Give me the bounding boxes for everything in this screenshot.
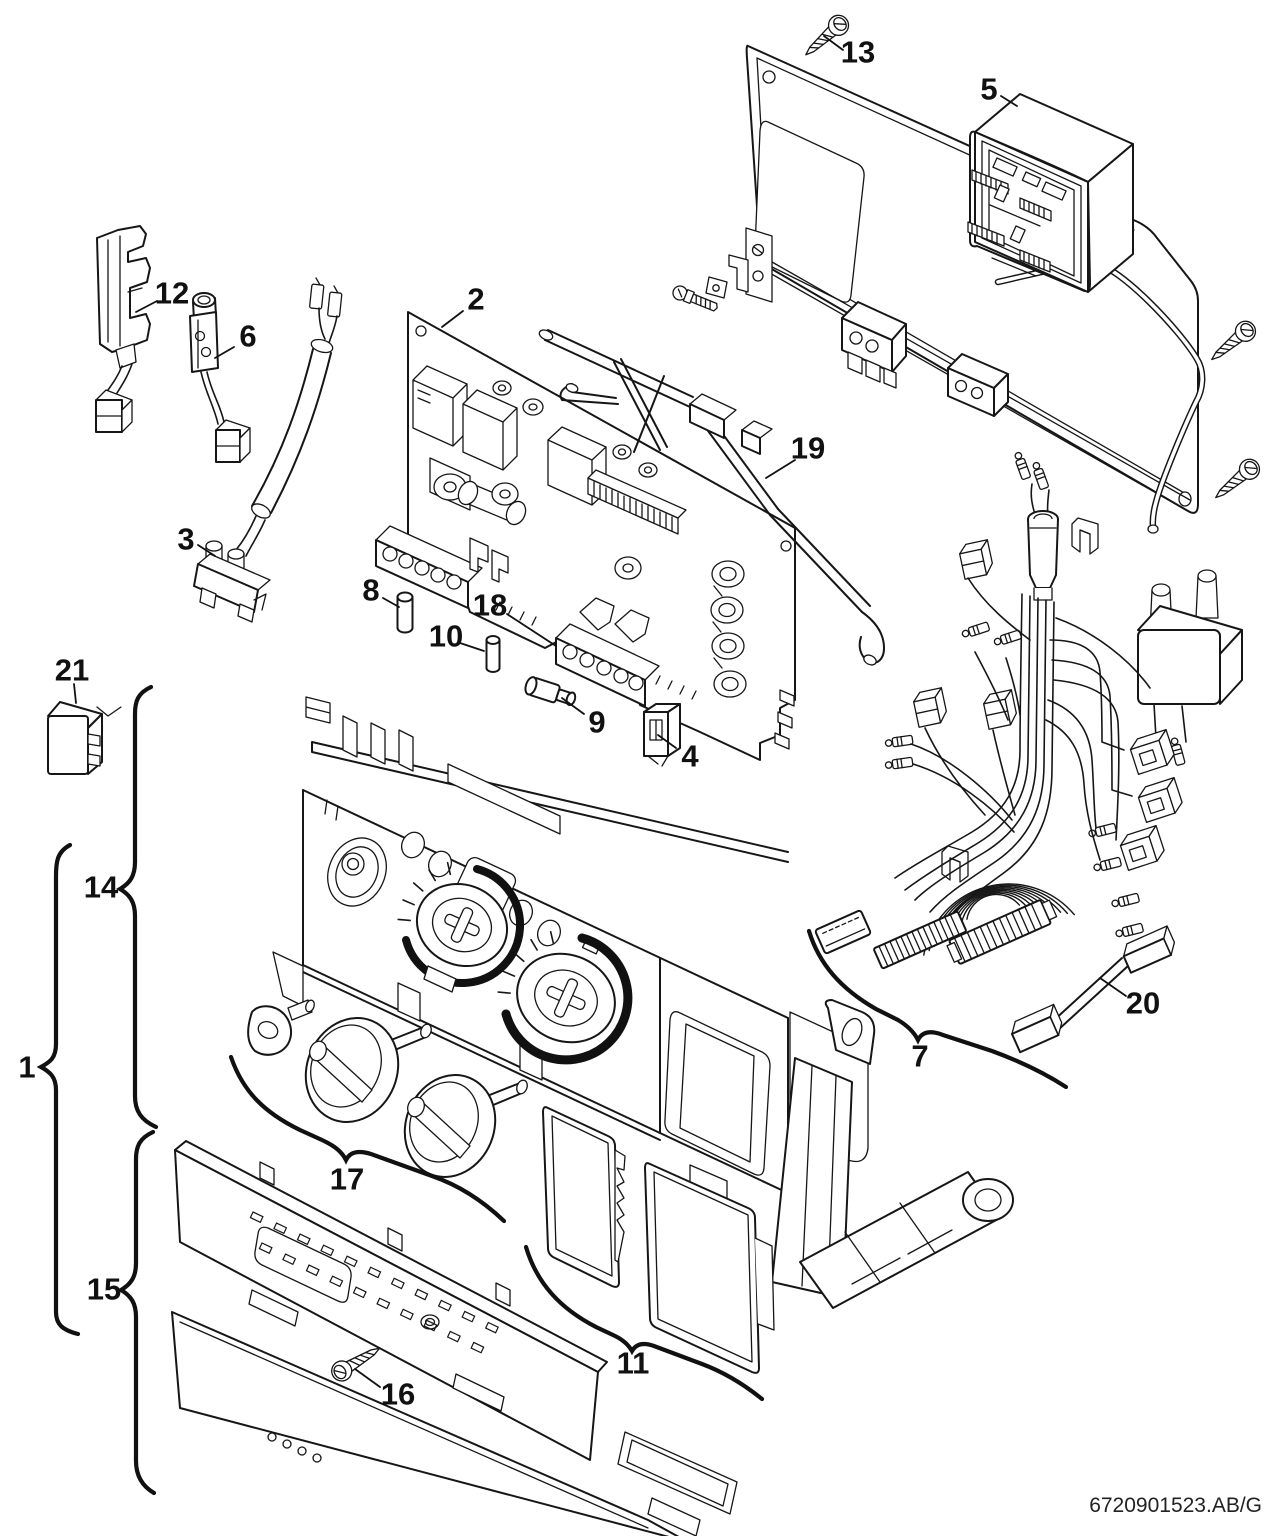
dial-tick-marks (397, 861, 555, 994)
brace-7 (806, 928, 1069, 1090)
ribbon-connector (946, 899, 1058, 965)
callout-4: 4 (681, 739, 699, 774)
part-12-bracket (95, 225, 151, 433)
part-6-sensor (189, 292, 251, 463)
callout-6: 6 (239, 319, 256, 354)
dial-1 (402, 865, 525, 993)
part-4-switch (643, 703, 681, 767)
callout-15: 15 (87, 1272, 121, 1307)
spark-boot (1027, 510, 1059, 601)
part-3-cable (193, 277, 343, 623)
callout-2: 2 (467, 282, 484, 317)
hinge-bracket (841, 301, 907, 389)
callout-1: 1 (18, 1050, 35, 1085)
button-hole-strip (249, 1211, 499, 1354)
callout-19: 19 (791, 431, 825, 466)
callout-14: 14 (84, 870, 119, 905)
part-2-control-board (375, 311, 796, 761)
hinge-bracket (947, 353, 1009, 417)
callout-10: 10 (429, 619, 463, 654)
callout-17: 17 (330, 1162, 364, 1197)
toroid-rings (491, 380, 658, 580)
ignition-coil (1137, 569, 1243, 767)
screw-right-lower (1208, 454, 1265, 506)
part-15-panel-upper (174, 1140, 608, 1461)
callout-labels: 1 2 3 4 5 6 7 8 9 10 11 12 13 14 15 16 1… (18, 35, 1160, 1412)
callout-21: 21 (55, 653, 89, 688)
callout-5: 5 (980, 72, 997, 107)
connector-pins (967, 169, 1052, 277)
brace-17 (228, 1054, 507, 1224)
part-20-cable (1010, 925, 1176, 1054)
callout-20: 20 (1126, 986, 1160, 1021)
part-19-support-frame (538, 329, 885, 666)
port-opening (324, 799, 387, 907)
mounting-arm (771, 999, 1014, 1309)
part-7-harness (814, 450, 1243, 970)
part-17-knobs (247, 999, 528, 1178)
callout-11: 11 (617, 1346, 650, 1381)
pin-connector (814, 909, 872, 955)
part-18-terminal-block (555, 597, 660, 707)
callout-16: 16 (381, 1377, 415, 1412)
part-8-pin (396, 591, 414, 634)
board-potentiometers (710, 560, 747, 698)
terminal-block (375, 525, 509, 609)
dial-2 (501, 933, 633, 1065)
control-panel-housing (272, 696, 1014, 1309)
callout-12: 12 (155, 276, 189, 311)
part-10-pin (485, 635, 501, 673)
part-11-covers (542, 1106, 775, 1374)
callout-18: 18 (473, 588, 507, 623)
part-5-control-unit (967, 93, 1134, 293)
callout-9: 9 (588, 705, 605, 740)
callout-leaders (73, 35, 1127, 1388)
knob (403, 1074, 528, 1178)
knob (304, 1017, 432, 1123)
ribbon-connector (873, 910, 967, 970)
brace-1 (36, 842, 81, 1337)
callout-3: 3 (177, 522, 194, 557)
brace-14 (115, 684, 159, 1130)
part-9-fuse (524, 676, 577, 707)
brace-15 (116, 1129, 157, 1496)
part-15-panel-lower (171, 1311, 738, 1536)
callout-13: 13 (841, 35, 875, 70)
callout-7: 7 (911, 1039, 928, 1074)
part-21-cap (47, 701, 122, 775)
callout-8: 8 (362, 573, 379, 608)
screw-right-upper (1204, 316, 1261, 368)
back-panel (705, 44, 1206, 534)
brace-11 (523, 1244, 765, 1402)
document-number: 6720901523.AB/G (1089, 1494, 1262, 1517)
